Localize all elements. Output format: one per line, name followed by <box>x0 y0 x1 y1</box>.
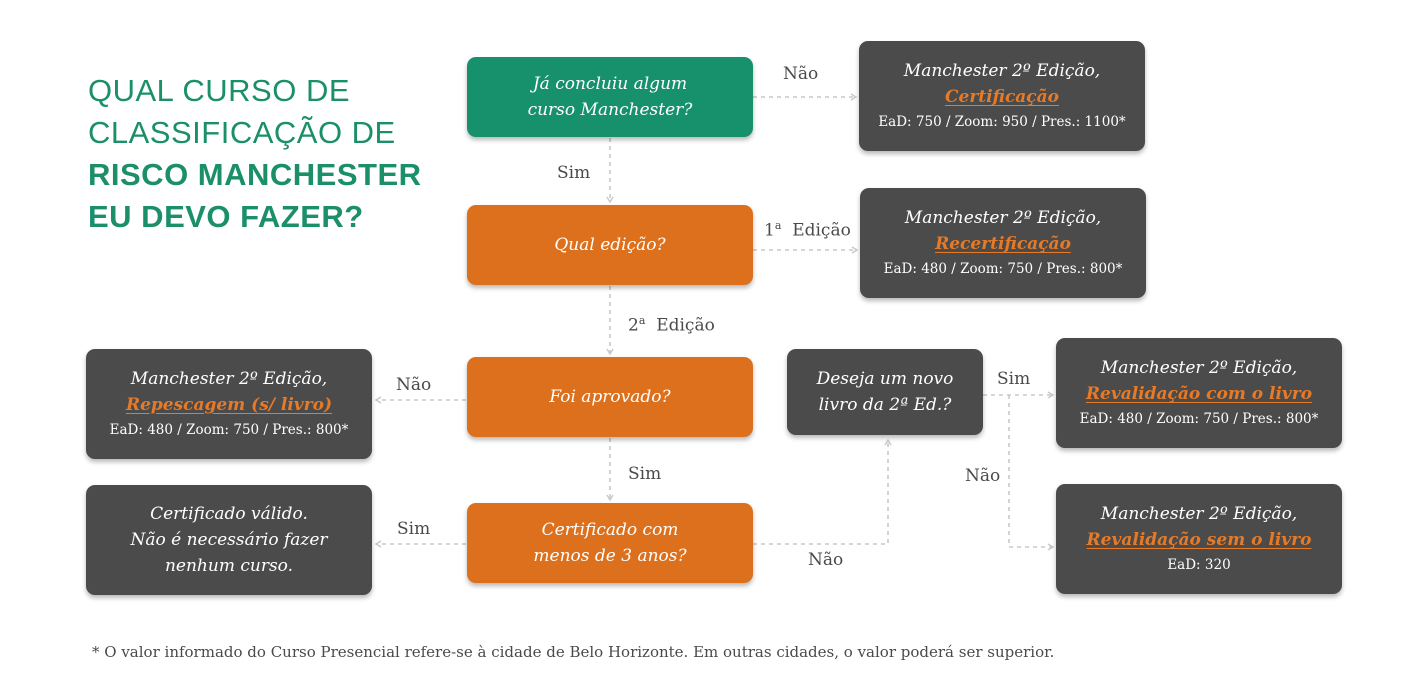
footnote: * O valor informado do Curso Presencial … <box>92 643 1055 661</box>
edge-label-sim: Sim <box>628 464 662 484</box>
question-concluiu-curso: Já concluiu algum curso Manchester? <box>467 57 753 137</box>
title-line-2: CLASSIFICAÇÃO DE <box>88 115 396 150</box>
edge-label-nao: Não <box>808 550 844 570</box>
question-text: curso Manchester? <box>527 100 693 120</box>
connector-q4-q5 <box>753 438 892 545</box>
result-prices: EaD: 320 <box>1167 557 1231 573</box>
edge-label-sim: Sim <box>557 163 591 183</box>
edge-label-sim: Sim <box>397 519 431 539</box>
title-line-4: EU DEVO FAZER? <box>88 199 364 234</box>
question-qual-edicao: Qual edição? <box>467 205 753 285</box>
question-text: Certificado com <box>541 520 679 540</box>
question-foi-aprovado: Foi aprovado? <box>467 357 753 437</box>
result-course: Recertificação <box>935 234 1071 254</box>
result-title: Manchester 2º Edição, <box>903 61 1101 81</box>
result-course: Revalidação com o livro <box>1085 384 1313 404</box>
result-certificado-valido: Certificado válido. Não é necessário faz… <box>86 485 372 595</box>
question-text: Qual edição? <box>554 235 666 255</box>
result-text: nenhum curso. <box>164 556 294 576</box>
result-revalidacao-sem-livro: Manchester 2º Edição, Revalidação sem o … <box>1056 484 1342 594</box>
result-course: Revalidação sem o livro <box>1086 530 1312 550</box>
result-title: Manchester 2º Edição, <box>1100 358 1298 378</box>
result-title: Manchester 2º Edição, <box>904 208 1102 228</box>
result-revalidacao-com-livro: Manchester 2º Edição, Revalidação com o … <box>1056 338 1342 448</box>
question-certificado-3-anos: Certificado com menos de 3 anos? <box>467 503 753 583</box>
question-novo-livro: Deseja um novo livro da 2ª Ed.? <box>787 349 983 435</box>
edge-label-1a-edicao: 1a Edição <box>764 219 851 241</box>
question-text: Foi aprovado? <box>549 387 671 407</box>
edge-label-sim: Sim <box>997 369 1031 389</box>
question-text: menos de 3 anos? <box>533 546 687 566</box>
result-recertificacao: Manchester 2º Edição, Recertificação EaD… <box>860 188 1146 298</box>
question-text: livro da 2ª Ed.? <box>818 395 952 415</box>
result-prices: EaD: 750 / Zoom: 950 / Pres.: 1100* <box>878 114 1126 130</box>
result-prices: EaD: 480 / Zoom: 750 / Pres.: 800* <box>883 261 1123 277</box>
edge-label-2a-edicao: 2a Edição <box>628 314 715 336</box>
result-title: Manchester 2º Edição, <box>1100 504 1298 524</box>
result-title: Manchester 2º Edição, <box>130 369 328 389</box>
result-course: Certificação <box>944 87 1060 107</box>
question-text: Deseja um novo <box>816 369 954 389</box>
result-text: Não é necessário fazer <box>130 530 328 550</box>
result-prices: EaD: 480 / Zoom: 750 / Pres.: 800* <box>109 422 349 438</box>
edge-label-nao: Não <box>396 375 432 395</box>
title-line-1: QUAL CURSO DE <box>88 73 351 108</box>
connector-q5-sem-livro <box>1008 395 1055 551</box>
result-text: Certificado válido. <box>150 504 308 524</box>
edge-label-nao: Não <box>965 466 1001 486</box>
edge-label-nao: Não <box>783 64 819 84</box>
question-text: Já concluiu algum <box>532 74 688 94</box>
title-line-3: RISCO MANCHESTER <box>88 157 422 192</box>
page-title: QUAL CURSO DE CLASSIFICAÇÃO DE RISCO MAN… <box>88 70 448 238</box>
result-certificacao: Manchester 2º Edição, Certificação EaD: … <box>859 41 1145 151</box>
result-prices: EaD: 480 / Zoom: 750 / Pres.: 800* <box>1079 411 1319 427</box>
result-repescagem: Manchester 2º Edição, Repescagem (s/ liv… <box>86 349 372 459</box>
result-course: Repescagem (s/ livro) <box>125 395 333 415</box>
